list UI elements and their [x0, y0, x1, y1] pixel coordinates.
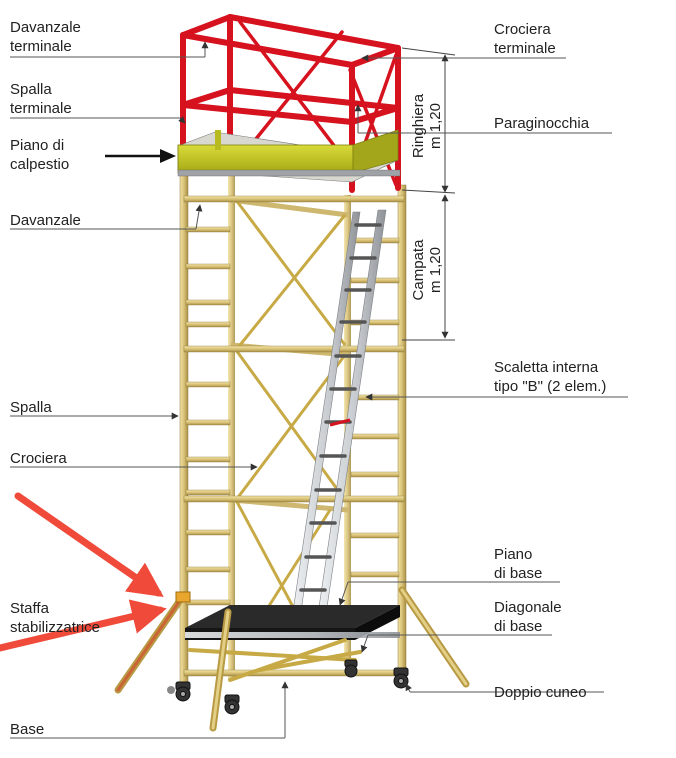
- dimension-lines: [401, 47, 456, 341]
- calpestio-arrow: [105, 149, 176, 163]
- base-structure: [167, 638, 409, 715]
- label-piano-calpestio: Piano di calpestio: [10, 137, 70, 173]
- leader-lines-left: [10, 41, 289, 739]
- top-platform: [177, 129, 401, 183]
- label-davanzale-terminale: Davanzale terminale: [10, 19, 81, 55]
- label-davanzale: Davanzale: [10, 212, 81, 229]
- label-base: Base: [10, 721, 45, 738]
- label-scaletta-interna: Scaletta interna tipo "B" (2 elem.): [494, 359, 607, 395]
- label-doppio-cuneo: Doppio cuneo: [494, 684, 587, 701]
- base-platform: [185, 605, 400, 640]
- label-spalla-terminale: Spalla terminale: [10, 81, 72, 117]
- dimension-ringhiera: Ringhiera m 1,20: [410, 93, 444, 159]
- label-paraginocchia: Paraginocchia: [494, 115, 590, 132]
- label-crociera: Crociera: [10, 450, 67, 467]
- dimension-campata: Campata m 1,20: [410, 239, 444, 301]
- label-diagonale-base: Diagonale di base: [494, 599, 562, 635]
- label-crociera-terminale: Crociera terminale: [494, 21, 556, 57]
- cross-braces: [234, 199, 347, 621]
- label-piano-base: Piano di base: [494, 546, 543, 582]
- label-staffa-stabilizzatrice: Staffa stabilizzatrice: [10, 600, 101, 636]
- label-spalla: Spalla: [10, 399, 52, 416]
- outriggers: [114, 586, 470, 732]
- leader-lines-right: [338, 54, 628, 693]
- red-arrows: [0, 492, 167, 652]
- internal-ladder: [291, 209, 387, 619]
